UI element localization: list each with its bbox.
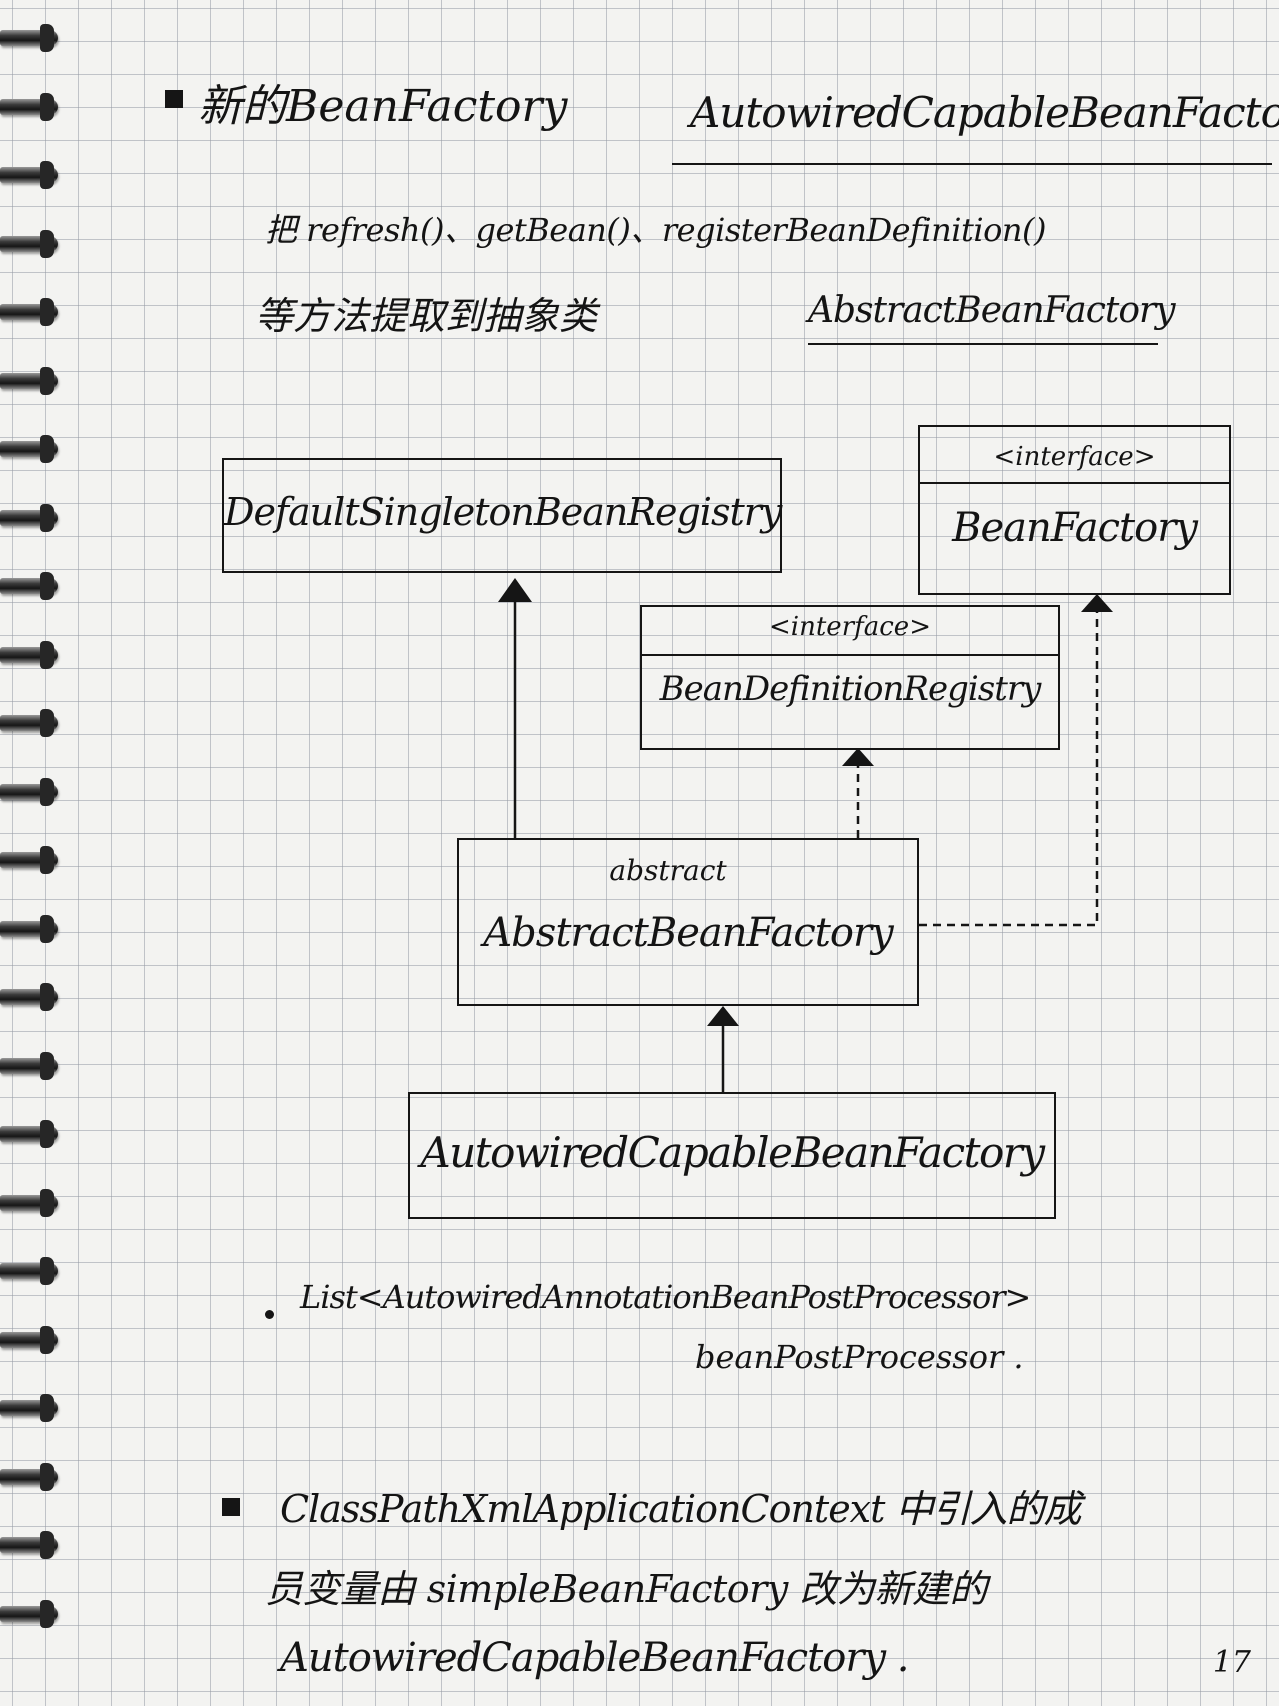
stereotype-divider bbox=[920, 482, 1229, 484]
section2-line-1: ClassPathXmlApplicationContext 中引入的成 bbox=[280, 1487, 1081, 1531]
implements-line-bean-factory bbox=[919, 612, 1099, 927]
spiral-ring bbox=[0, 846, 58, 874]
bullet-dot bbox=[265, 1310, 274, 1319]
abstract-class-abstract-bean-factory: abstract AbstractBeanFactory bbox=[457, 838, 919, 1006]
spiral-ring bbox=[0, 1325, 58, 1354]
spiral-ring bbox=[0, 24, 58, 52]
spiral-ring bbox=[0, 298, 58, 326]
bullet-square-1 bbox=[165, 90, 183, 108]
spiral-ring bbox=[0, 1051, 58, 1080]
section2-line-3: AutowiredCapableBeanFactory . bbox=[280, 1635, 909, 1681]
spiral-ring bbox=[0, 640, 58, 669]
spiral-ring bbox=[0, 435, 58, 463]
implements-arrowhead-definition-registry bbox=[842, 748, 874, 766]
spiral-ring bbox=[0, 366, 58, 395]
bullet-square-2 bbox=[222, 1498, 240, 1516]
heading-new-beanfactory: 新的BeanFactory bbox=[198, 81, 568, 132]
note-abstract-class: AbstractBeanFactory bbox=[808, 290, 1176, 331]
spiral-ring bbox=[0, 1394, 58, 1422]
stereotype-label: <interface> bbox=[769, 612, 931, 642]
stereotype-label: abstract bbox=[609, 854, 727, 887]
spiral-ring bbox=[0, 1188, 58, 1217]
class-name: AutowiredCapableBeanFactory bbox=[420, 1128, 1045, 1177]
spiral-ring bbox=[0, 229, 58, 258]
spiral-ring bbox=[0, 92, 58, 121]
extends-arrowhead-registry bbox=[498, 578, 532, 602]
note-line-2-prefix: 等方法提取到抽象类 bbox=[255, 294, 598, 338]
heading-underline bbox=[672, 163, 1272, 165]
spiral-ring bbox=[0, 914, 58, 943]
field-name: beanPostProcessor . bbox=[695, 1338, 1024, 1376]
note-class-underline bbox=[808, 343, 1158, 345]
page-number: 17 bbox=[1212, 1645, 1251, 1680]
spiral-ring bbox=[0, 777, 58, 806]
interface-bean-factory: <interface> BeanFactory bbox=[918, 425, 1231, 595]
stereotype-divider bbox=[642, 654, 1058, 656]
heading-highlight-class: AutowiredCapableBeanFactory bbox=[690, 88, 1279, 137]
spiral-ring bbox=[0, 1257, 58, 1285]
interface-bean-definition-registry: <interface> BeanDefinitionRegistry bbox=[640, 605, 1060, 750]
note-line-1: 把 refresh()、getBean()、registerBeanDefini… bbox=[265, 211, 1046, 249]
implements-arrowhead-bean-factory bbox=[1081, 594, 1113, 612]
class-name: BeanDefinitionRegistry bbox=[659, 669, 1042, 709]
spiral-ring bbox=[0, 709, 58, 737]
spiral-ring bbox=[0, 1120, 58, 1148]
extends-arrowhead-abstract bbox=[707, 1006, 739, 1026]
spiral-ring bbox=[0, 1462, 58, 1491]
class-name: AbstractBeanFactory bbox=[483, 910, 893, 956]
class-name: DefaultSingletonBeanRegistry bbox=[224, 490, 782, 534]
spiral-ring bbox=[0, 983, 58, 1011]
class-default-singleton-bean-registry: DefaultSingletonBeanRegistry bbox=[222, 458, 782, 573]
class-name: BeanFactory bbox=[952, 505, 1198, 551]
stereotype-label: <interface> bbox=[993, 442, 1156, 472]
spiral-ring bbox=[0, 1531, 58, 1559]
field-type: List<AutowiredAnnotationBeanPostProcesso… bbox=[300, 1278, 1031, 1316]
spiral-ring bbox=[0, 161, 58, 189]
section2-line-2: 员变量由 simpleBeanFactory 改为新建的 bbox=[265, 1567, 987, 1611]
spiral-ring bbox=[0, 572, 58, 600]
spiral-ring bbox=[0, 503, 58, 532]
spiral-binding bbox=[0, 24, 62, 1680]
spiral-ring bbox=[0, 1599, 58, 1628]
class-autowired-capable-bean-factory: AutowiredCapableBeanFactory bbox=[408, 1092, 1056, 1219]
